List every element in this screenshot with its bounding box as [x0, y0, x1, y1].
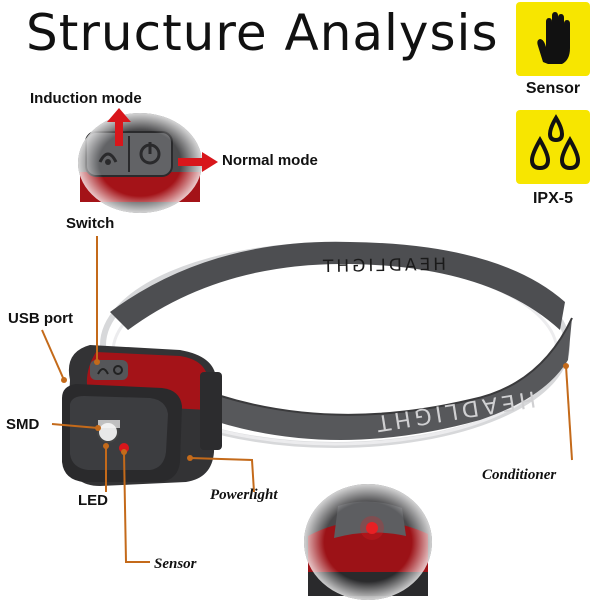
- powerlight-label: Powerlight: [210, 487, 278, 503]
- induction-arrow: [107, 108, 131, 146]
- sensor-badge: [516, 2, 590, 76]
- sensor-badge-label: Sensor: [525, 80, 581, 97]
- hand-icon: [537, 12, 570, 64]
- switch-closeup: [78, 113, 202, 213]
- smd-label: SMD: [6, 416, 40, 433]
- water-drops-icon: [529, 114, 581, 171]
- led-label: LED: [78, 492, 108, 509]
- switch-label: Switch: [66, 215, 115, 232]
- induction-mode-label: Induction mode: [30, 90, 142, 107]
- usb-port-label: USB port: [8, 310, 73, 327]
- ipx-badge-label: IPX-5: [532, 190, 573, 207]
- ipx-badge: [516, 110, 590, 184]
- sensor-closeup: [304, 484, 432, 600]
- conditioner-label: Conditioner: [482, 467, 557, 483]
- page-title: Structure Analysis: [26, 4, 499, 62]
- normal-mode-label: Normal mode: [222, 152, 318, 169]
- sensor-label: Sensor: [154, 556, 197, 572]
- normal-arrow: [178, 152, 218, 172]
